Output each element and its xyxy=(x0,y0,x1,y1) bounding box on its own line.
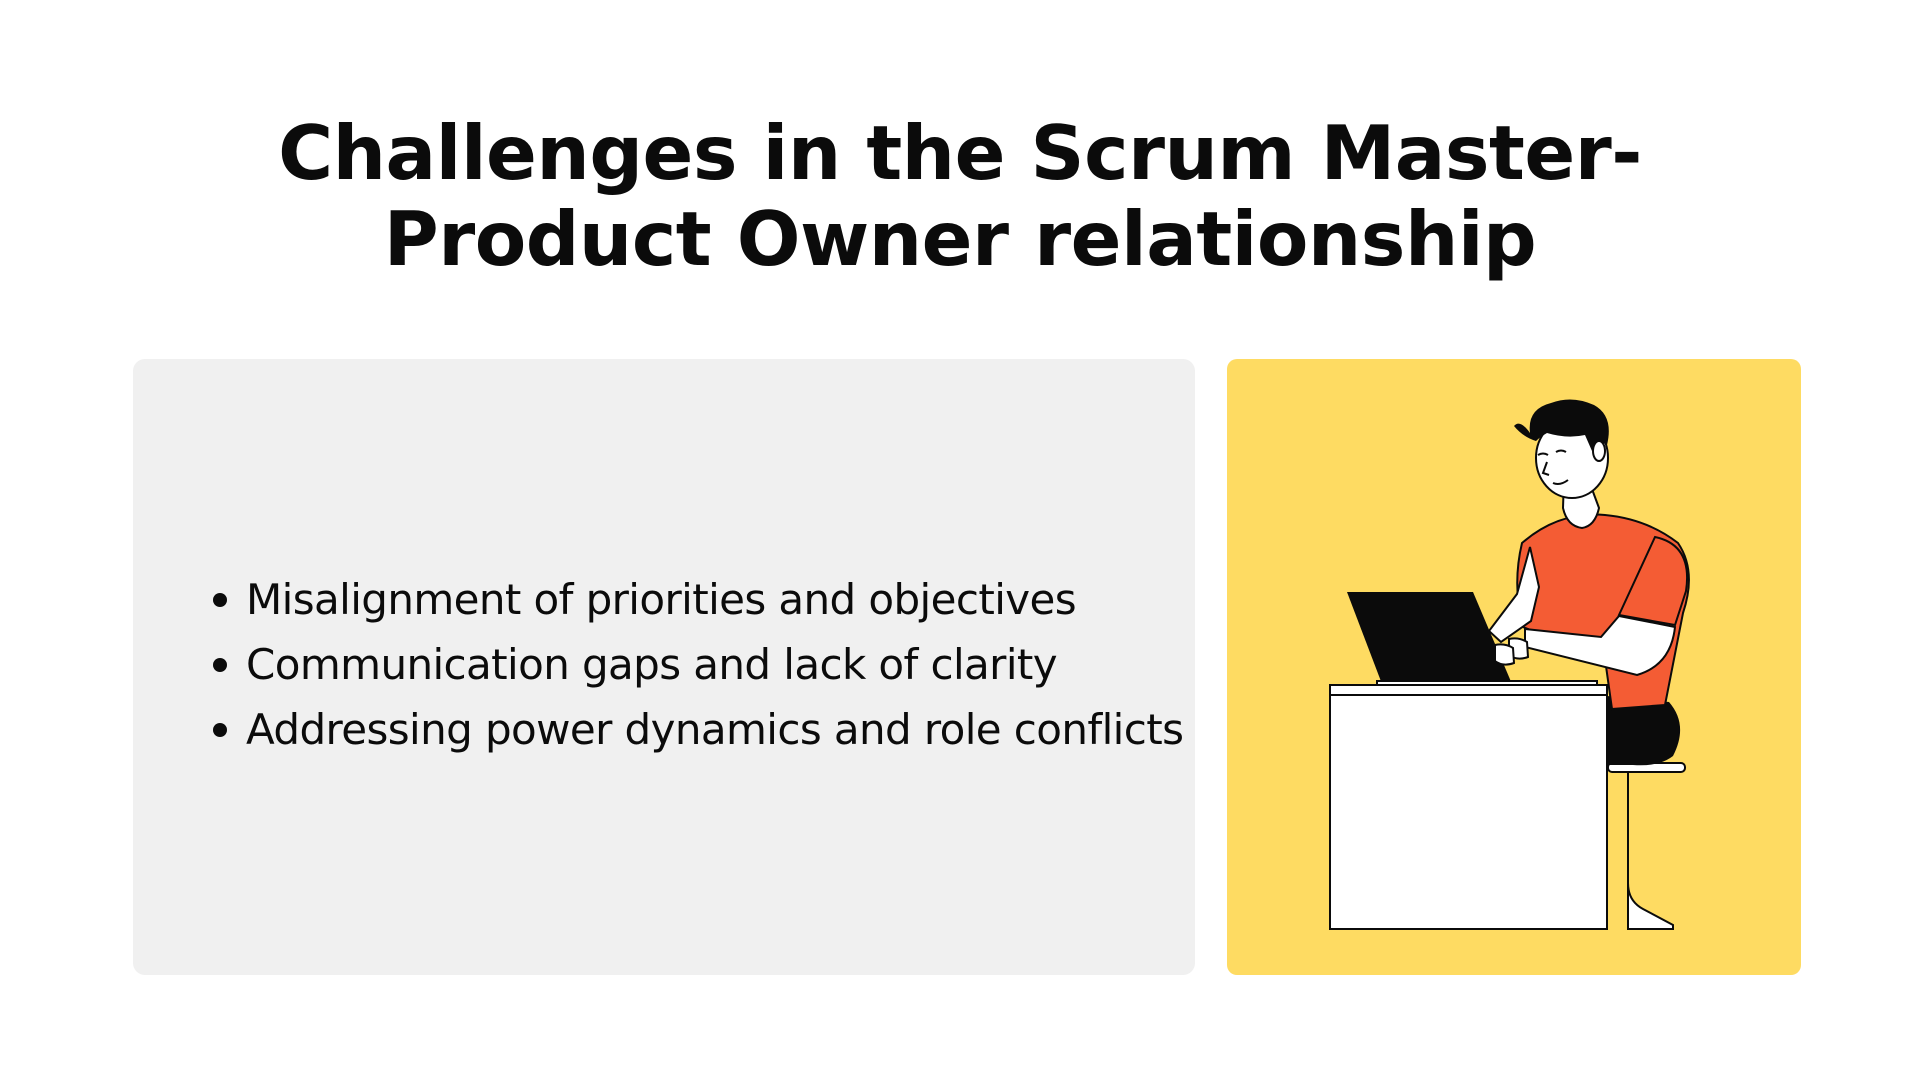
person-typing-on-laptop-illustration xyxy=(1329,399,1690,930)
bullet-panel: Misalignment of priorities and objective… xyxy=(133,359,1195,975)
bullet-item-communication: Communication gaps and lack of clarity xyxy=(213,632,1183,697)
bullet-item-misalignment: Misalignment of priorities and objective… xyxy=(213,567,1183,632)
bullet-dot-icon xyxy=(213,658,227,672)
slide-title-line-2: Product Owner relationship xyxy=(383,195,1537,283)
bullet-item-power-dynamics: Addressing power dynamics and role confl… xyxy=(213,697,1184,762)
bullet-text: Addressing power dynamics and role confl… xyxy=(246,705,1184,754)
bullet-text: Communication gaps and lack of clarity xyxy=(246,640,1058,689)
bullet-dot-icon xyxy=(213,593,227,607)
illustration-panel xyxy=(1227,359,1801,975)
bullet-dot-icon xyxy=(213,723,227,737)
slide-title-line-1: Challenges in the Scrum Master- xyxy=(278,109,1642,197)
bullet-list: Misalignment of priorities and objective… xyxy=(213,567,1184,762)
bullet-text: Misalignment of priorities and objective… xyxy=(246,575,1077,624)
slide-title: Challenges in the Scrum Master- Product … xyxy=(0,110,1920,282)
